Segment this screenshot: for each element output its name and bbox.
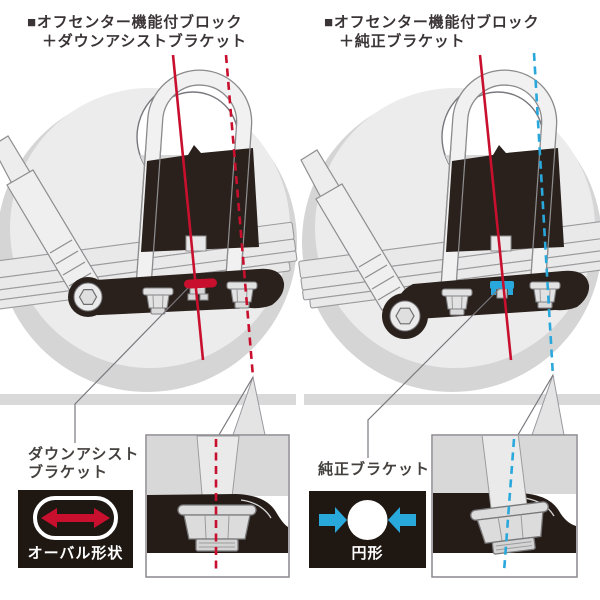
block-pin-sleeve	[490, 235, 512, 252]
inset-dashed-line-right	[502, 438, 516, 573]
block-center-line	[478, 54, 513, 361]
leader-line	[367, 287, 501, 458]
circle-badge-label: 円形	[351, 545, 384, 562]
offset-dashed-line-right	[532, 52, 555, 378]
leader-line	[514, 374, 554, 441]
frame-band	[0, 394, 296, 405]
leader-line	[215, 376, 254, 441]
shock-eye-bolt	[382, 293, 428, 339]
oval-badge-label: オーバル形状	[27, 545, 124, 562]
flange-nut	[142, 287, 174, 315]
right-title-line1: ■オフセンター機能付ブロック	[324, 14, 540, 31]
u-bolt-leg-lines	[442, 145, 556, 260]
zoom-cone	[232, 375, 266, 436]
oval-hole-marker	[183, 278, 217, 289]
oval-shape-badge: オーバル形状	[18, 490, 133, 568]
right-callout-label: 純正ブラケット	[318, 461, 430, 479]
right-diagram	[298, 52, 600, 578]
tilted-bolt-and-nut	[470, 436, 549, 555]
bracket-bar	[81, 268, 285, 316]
block-pin-sleeve	[185, 235, 207, 252]
shock-eye-bolt	[68, 277, 108, 317]
left-title-line2: ＋ダウンアシストブラケット	[42, 33, 247, 50]
flange-nut-large	[470, 501, 549, 555]
blue-inward-arrows-circle-icon	[319, 500, 416, 540]
right-callout-line1: 純正ブラケット	[318, 461, 431, 478]
left-panel-title: ■オフセンター機能付ブロック ＋ダウンアシストブラケット	[27, 13, 247, 51]
left-callout-line1: ダウンアシスト	[28, 446, 140, 463]
left-callout-label: ダウンアシスト ブラケット	[28, 446, 139, 482]
left-diagram	[0, 54, 298, 578]
shock-absorber	[300, 149, 409, 311]
right-title-line2: ＋純正ブラケット	[339, 33, 466, 50]
left-callout-line2: ブラケット	[28, 464, 109, 481]
detail-inset-left	[145, 434, 290, 578]
shock-absorber	[0, 135, 100, 297]
block-center-line	[171, 54, 205, 361]
flange-nut	[441, 288, 473, 316]
right-panel-title: ■オフセンター機能付ブロック ＋純正ブラケット	[324, 13, 539, 51]
red-oval-double-arrow-icon	[33, 496, 118, 540]
circle-shape-badge: 円形	[309, 491, 426, 568]
u-bolt-leg-lines	[137, 145, 251, 260]
detail-inset-right	[431, 434, 578, 578]
leader-line	[74, 287, 189, 443]
left-title-line1: ■オフセンター機能付ブロック	[27, 14, 243, 31]
round-hole-marker	[490, 281, 514, 295]
frame-band	[304, 394, 600, 405]
